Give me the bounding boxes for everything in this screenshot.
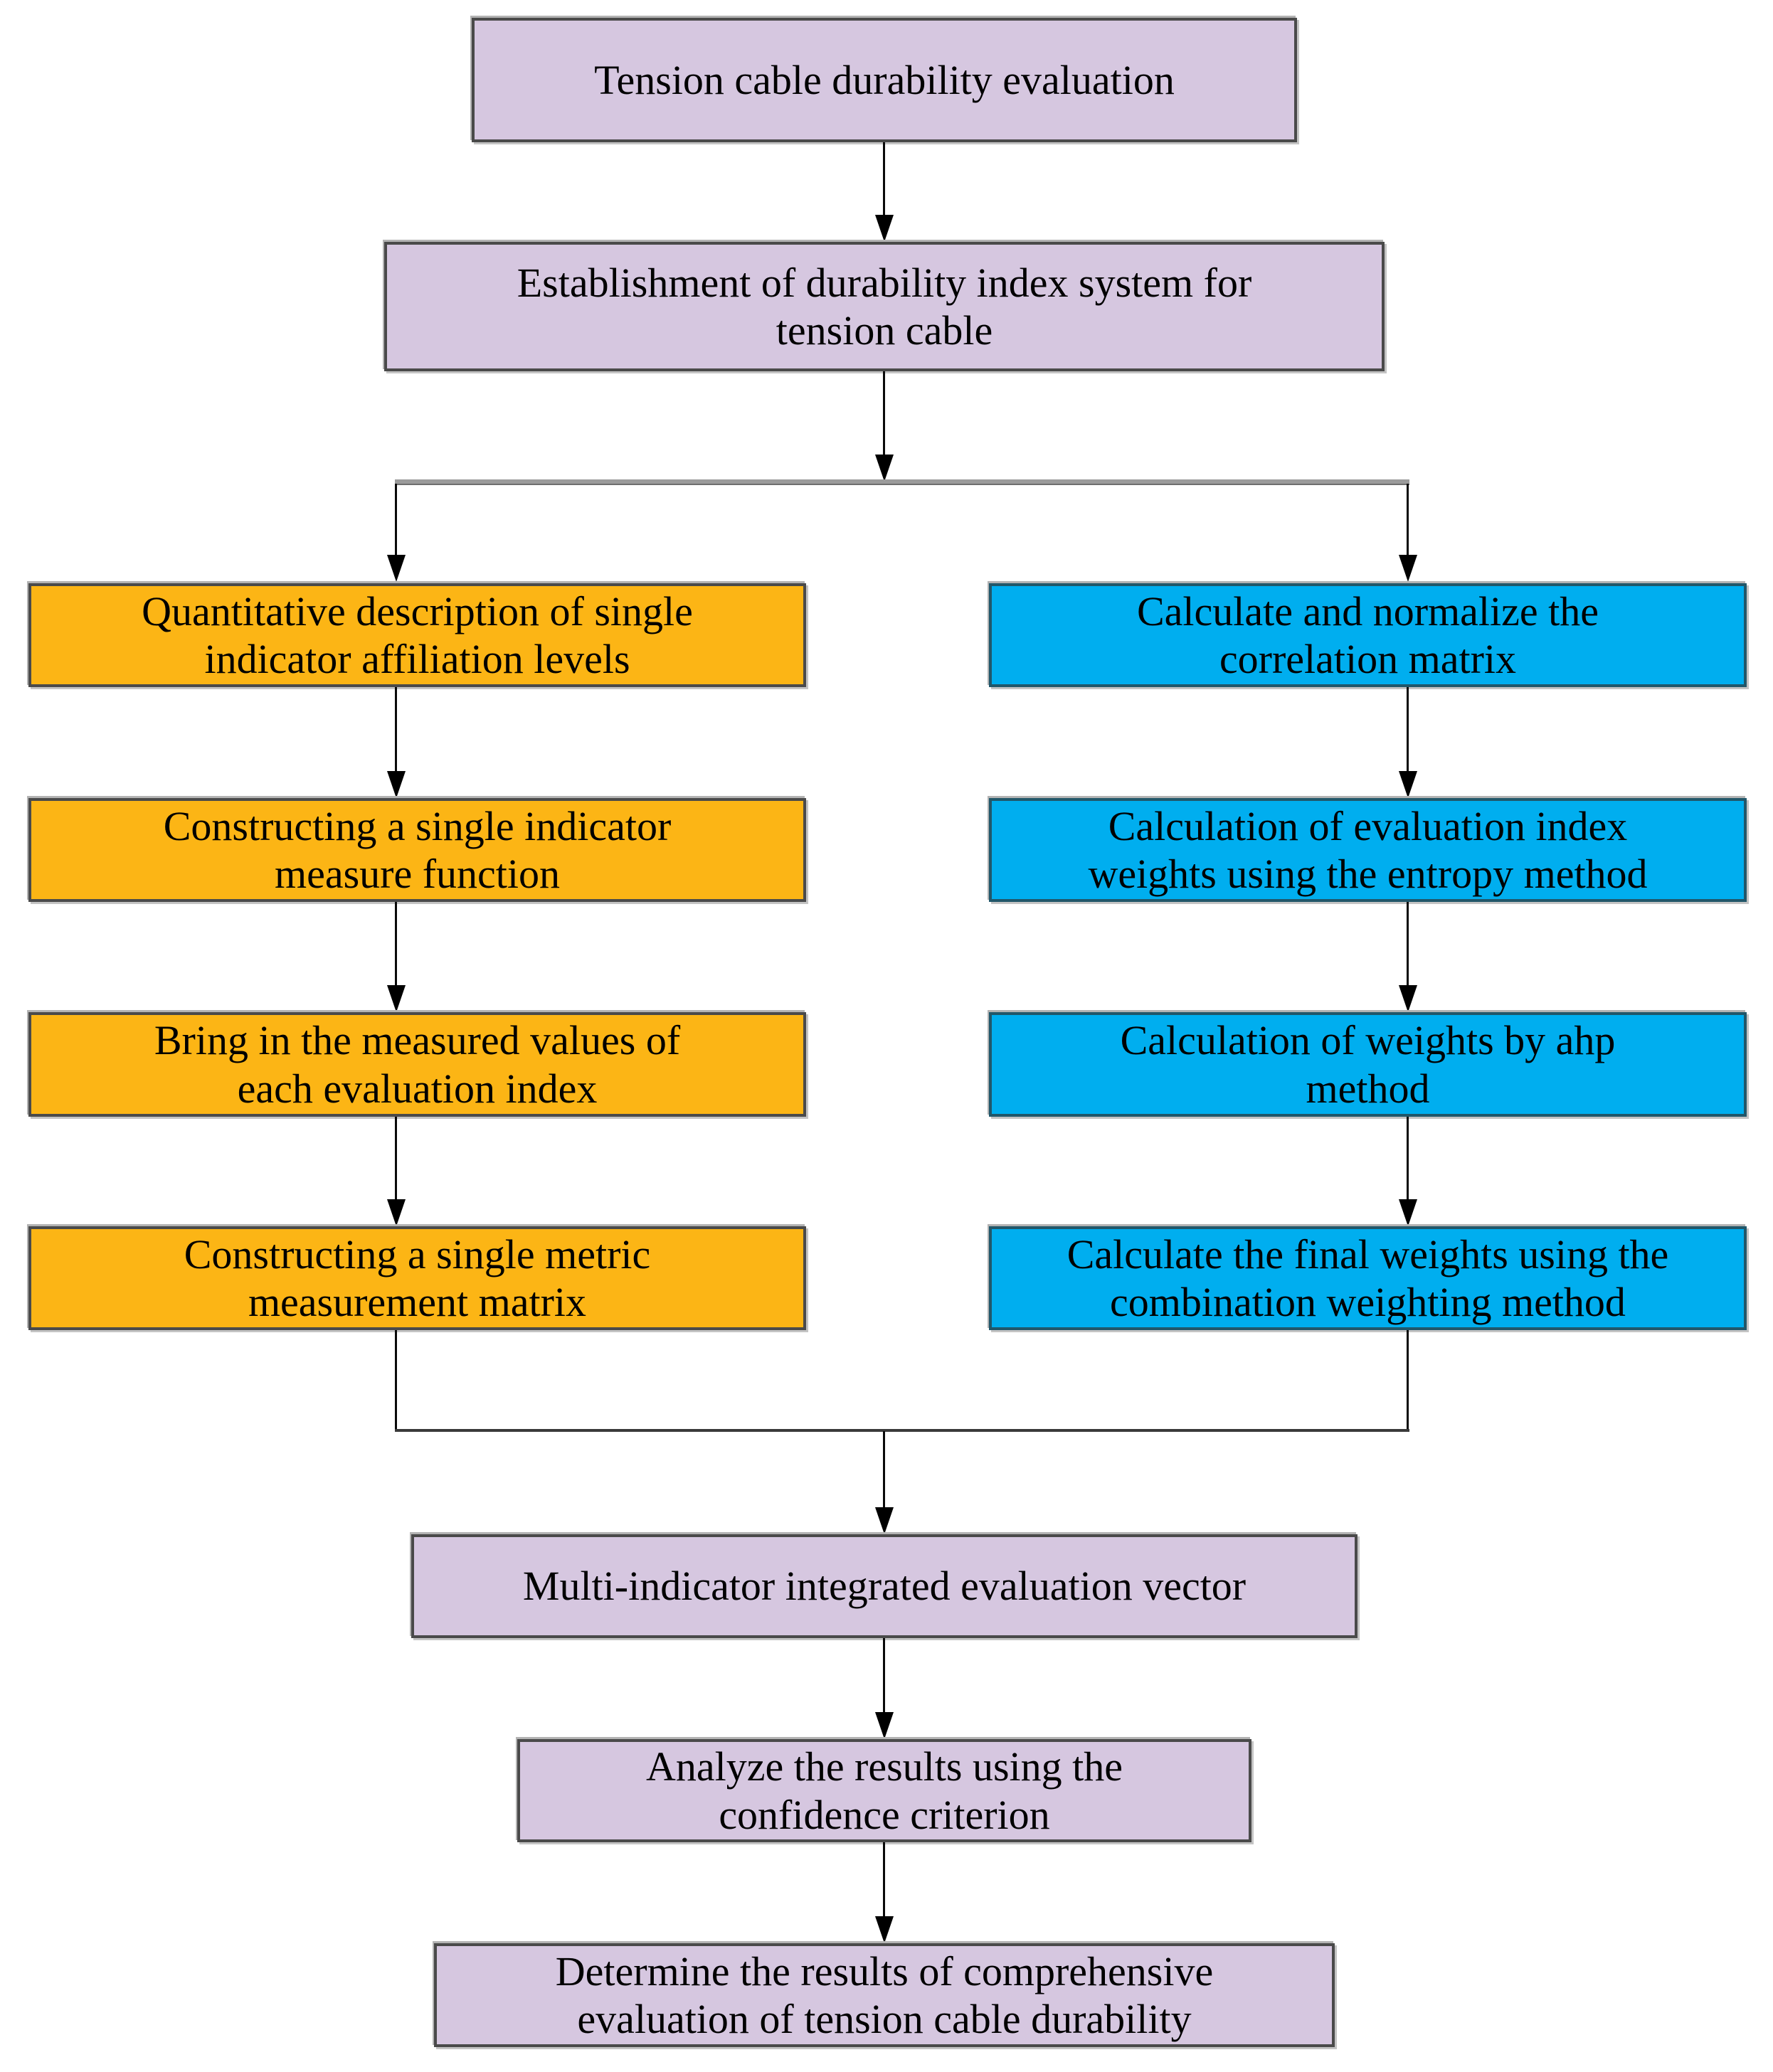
node-label: Constructing a single indicator measure …: [163, 802, 672, 897]
connector-line: [883, 1842, 885, 1916]
connector-line: [395, 1117, 397, 1199]
connector-line: [395, 1330, 397, 1432]
arrowhead-down-icon: [875, 1507, 894, 1534]
node-label: Calculate the final weights using the co…: [1067, 1231, 1669, 1325]
connector-line: [1407, 902, 1409, 985]
connector-line: [395, 484, 397, 555]
node-constructing-single-indicator-measure-function: Constructing a single indicator measure …: [28, 798, 806, 902]
connector-line: [1407, 687, 1409, 771]
merge-bus-line: [395, 1429, 1409, 1432]
connector-line: [1407, 1330, 1409, 1432]
node-label: Constructing a single metric measurement…: [184, 1231, 651, 1325]
node-multi-indicator-integrated-evaluation-vector: Multi-indicator integrated evaluation ve…: [411, 1534, 1357, 1638]
connector-line: [395, 687, 397, 771]
branch-bus-line: [395, 479, 1409, 485]
arrowhead-down-icon: [1399, 985, 1417, 1012]
node-evaluation-index-weights-entropy-method: Calculation of evaluation index weights …: [989, 798, 1747, 902]
node-final-weights-combination-weighting: Calculate the final weights using the co…: [989, 1226, 1747, 1330]
arrowhead-down-icon: [387, 555, 406, 582]
connector-line: [883, 142, 885, 215]
connector-line: [395, 902, 397, 985]
arrowhead-down-icon: [387, 1199, 406, 1226]
node-analyze-results-confidence-criterion: Analyze the results using the confidence…: [517, 1739, 1251, 1842]
node-bring-in-measured-values: Bring in the measured values of each eva…: [28, 1012, 806, 1117]
connector-line: [1407, 484, 1409, 555]
connector-line: [883, 1431, 885, 1507]
arrowhead-down-icon: [875, 455, 894, 482]
node-constructing-single-metric-measurement-matrix: Constructing a single metric measurement…: [28, 1226, 806, 1330]
node-label: Analyze the results using the confidence…: [645, 1743, 1123, 1838]
node-label: Calculate and normalize the correlation …: [1137, 588, 1599, 682]
node-quantitative-description-affiliation-levels: Quantitative description of single indic…: [28, 583, 806, 687]
node-label: Calculation of evaluation index weights …: [1088, 802, 1648, 897]
connector-line: [883, 371, 885, 455]
arrowhead-down-icon: [875, 1916, 894, 1943]
connector-line: [883, 1638, 885, 1712]
node-label: Determine the results of comprehensive e…: [555, 1948, 1214, 2042]
node-establish-durability-index-system: Establishment of durability index system…: [384, 242, 1385, 371]
node-label: Quantitative description of single indic…: [142, 588, 693, 682]
arrowhead-down-icon: [387, 771, 406, 798]
arrowhead-down-icon: [1399, 555, 1417, 582]
node-label: Establishment of durability index system…: [517, 259, 1252, 354]
node-calculate-normalize-correlation-matrix: Calculate and normalize the correlation …: [989, 583, 1747, 687]
node-label: Tension cable durability evaluation: [594, 56, 1175, 103]
node-tension-cable-durability-evaluation: Tension cable durability evaluation: [472, 18, 1297, 142]
node-determine-comprehensive-evaluation-results: Determine the results of comprehensive e…: [434, 1943, 1335, 2047]
arrowhead-down-icon: [875, 215, 894, 242]
arrowhead-down-icon: [1399, 1199, 1417, 1226]
arrowhead-down-icon: [875, 1712, 894, 1739]
arrowhead-down-icon: [387, 985, 406, 1012]
arrowhead-down-icon: [1399, 771, 1417, 798]
node-label: Multi-indicator integrated evaluation ve…: [522, 1563, 1247, 1610]
node-weights-by-ahp-method: Calculation of weights by ahp method: [989, 1012, 1747, 1117]
node-label: Bring in the measured values of each eva…: [154, 1017, 681, 1112]
connector-line: [1407, 1117, 1409, 1199]
node-label: Calculation of weights by ahp method: [1120, 1017, 1616, 1112]
